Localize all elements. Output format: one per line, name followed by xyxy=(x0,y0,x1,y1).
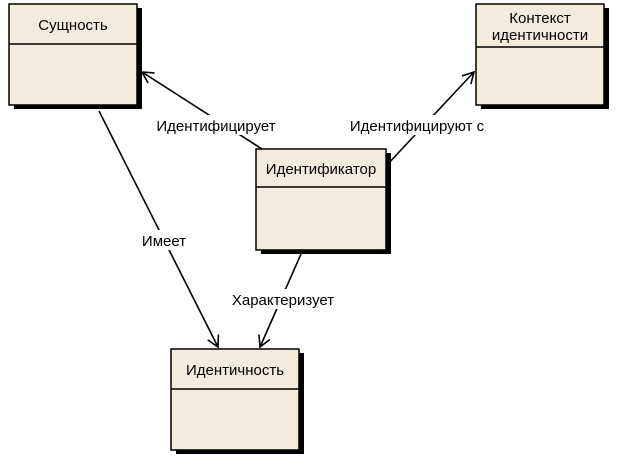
relation-characterizes-label-bg xyxy=(221,289,345,309)
relation-identifies[interactable]: Идентифицирует xyxy=(140,71,286,150)
relation-identifies-line xyxy=(140,71,263,150)
class-identity-context-box xyxy=(475,3,605,106)
class-identity-box xyxy=(170,348,300,451)
relation-characterizes-label: Характеризует xyxy=(232,292,334,309)
relation-has-label-bg xyxy=(136,230,192,250)
class-identifier-box xyxy=(255,148,387,251)
class-identifier[interactable]: Идентификатор xyxy=(255,148,391,254)
relation-has-label: Имеет xyxy=(142,233,186,250)
class-entity-title: Сущность xyxy=(38,17,108,34)
relation-has-line xyxy=(98,110,220,349)
relation-identified-with-label: Идентифицируют с xyxy=(350,118,485,135)
class-identifier-title: Идентификатор xyxy=(266,161,376,178)
class-identity-context-title-line1: Контекст xyxy=(509,10,571,27)
relation-identifies-label: Идентифицирует xyxy=(156,118,275,135)
relation-identifies-label-bg xyxy=(146,115,286,135)
class-identity[interactable]: Идентичность xyxy=(170,348,304,454)
class-identity-title: Идентичность xyxy=(186,362,284,379)
class-identity-context[interactable]: Контекст идентичности xyxy=(475,3,609,109)
class-entity-box xyxy=(8,3,138,106)
relation-identified-with[interactable]: Идентифицируют с xyxy=(339,70,495,167)
relation-identified-with-label-bg xyxy=(339,115,495,135)
relation-characterizes[interactable]: Характеризует xyxy=(221,253,345,349)
class-entity[interactable]: Сущность xyxy=(8,3,142,109)
relation-has[interactable]: Имеет xyxy=(98,110,220,349)
class-identity-context-title-line2: идентичности xyxy=(492,27,588,44)
